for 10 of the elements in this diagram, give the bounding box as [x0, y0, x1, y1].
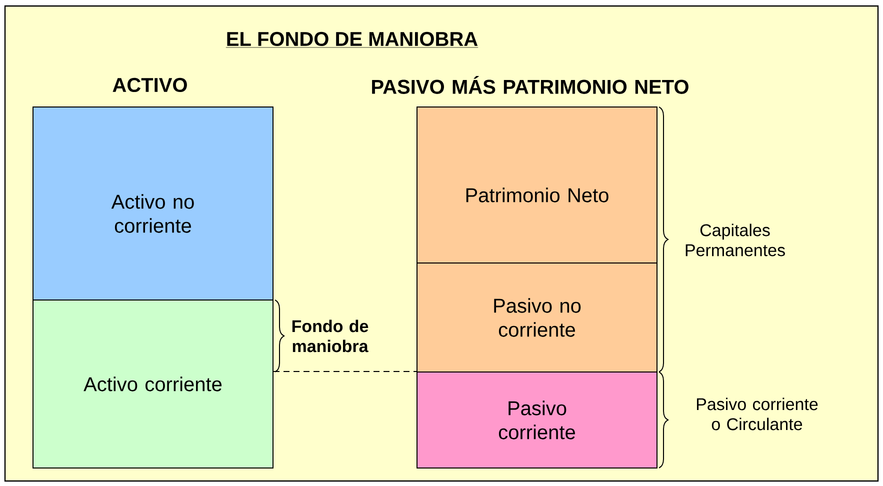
balance-box: Patrimonio Neto [416, 106, 658, 264]
brace-label: Pasivo corriente o Circulante [696, 398, 818, 430]
title: EL FONDO DE MANIOBRA [226, 32, 478, 48]
brace-label: Capitales Permanentes [686, 224, 785, 256]
balance-box: Activo corriente [32, 299, 274, 468]
brace-label: Fondo de maniobra [292, 320, 368, 352]
balance-box: Pasivo no corriente [416, 262, 658, 372]
balance-box: Activo no corriente [32, 106, 274, 300]
dashed-line [273, 370, 417, 372]
balance-box: Pasivo corriente [416, 371, 658, 468]
